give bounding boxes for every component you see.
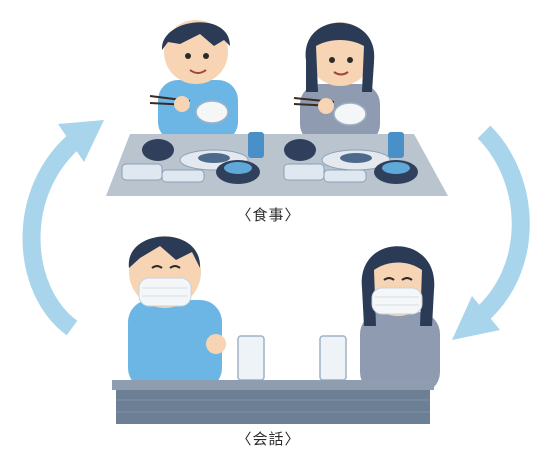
girl-eating (293, 22, 380, 144)
caption-meal: 〈食事〉 (236, 206, 301, 224)
caption-conversation: 〈会話〉 (236, 430, 301, 448)
counter-table (112, 380, 434, 424)
tableware (121, 132, 418, 184)
woman-with-mask (360, 246, 440, 394)
curved-arrow-down-icon (452, 125, 530, 340)
water-glasses (237, 335, 347, 381)
boy-eating (149, 20, 238, 142)
curved-arrow-up-icon (22, 120, 104, 336)
conversation-scene (112, 236, 440, 424)
meal-scene (106, 20, 448, 196)
man-with-mask (128, 236, 226, 390)
